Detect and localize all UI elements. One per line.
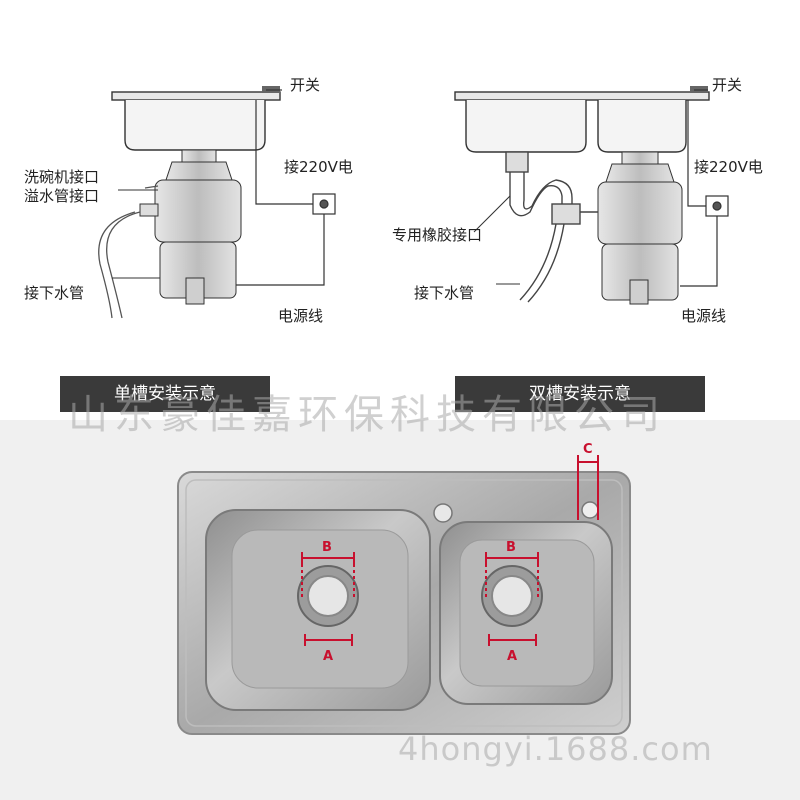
double-switch-label: 开关	[712, 76, 742, 94]
right-drain-inner	[491, 575, 533, 617]
faucet-hole	[433, 503, 453, 523]
right-dimension-markers	[485, 552, 539, 646]
overflow-hole	[581, 501, 599, 519]
single-sink-basin	[111, 86, 281, 151]
company-watermark: 山东豪佳嘉环保科技有限公司	[68, 392, 666, 438]
single-sink-diagram: 开关 洗碗机接口 溢水管接口 接220V电 接下水管 电源线	[24, 76, 353, 325]
single-drain-label: 接下水管	[24, 284, 84, 302]
double-power-in-label: 接220V电	[694, 158, 763, 176]
double-trap-pipe	[505, 151, 598, 303]
right-dim-a-label: A	[507, 649, 517, 664]
single-wiring	[236, 89, 336, 286]
c-dimension-marker	[577, 455, 599, 520]
double-power-cord-label: 电源线	[681, 307, 726, 325]
single-overflow-port-label: 溢水管接口	[24, 187, 99, 205]
double-sink-basin	[454, 86, 710, 153]
left-dimension-markers	[301, 552, 355, 646]
double-rubber-port-label: 专用橡胶接口	[392, 226, 482, 244]
single-disposer	[139, 149, 242, 305]
single-dishwasher-port-label: 洗碗机接口	[24, 168, 99, 186]
double-caption: 双槽安装示意	[455, 376, 705, 412]
single-power-cord-label: 电源线	[278, 307, 323, 325]
left-dim-b-label: B	[322, 540, 332, 555]
single-caption: 单槽安装示意	[60, 376, 270, 412]
double-leader-lines	[473, 195, 520, 285]
left-drain-inner	[307, 575, 349, 617]
right-dim-b-label: B	[506, 540, 516, 555]
site-watermark: 4hongyi.1688.com	[398, 730, 713, 768]
double-sink-diagram: 开关 专用橡胶接口 接220V电 接下水管 电源线	[392, 76, 763, 325]
c-dim-label: C	[583, 442, 593, 457]
single-leader-lines	[112, 189, 160, 279]
single-switch-label: 开关	[290, 76, 320, 94]
double-wiring	[680, 89, 729, 287]
double-drain-label: 接下水管	[414, 284, 474, 302]
single-pipes	[98, 185, 159, 319]
double-disposer	[597, 151, 683, 305]
single-power-in-label: 接220V电	[284, 158, 353, 176]
left-dim-a-label: A	[323, 649, 333, 664]
sink-top-view: B A B A C	[0, 420, 800, 800]
